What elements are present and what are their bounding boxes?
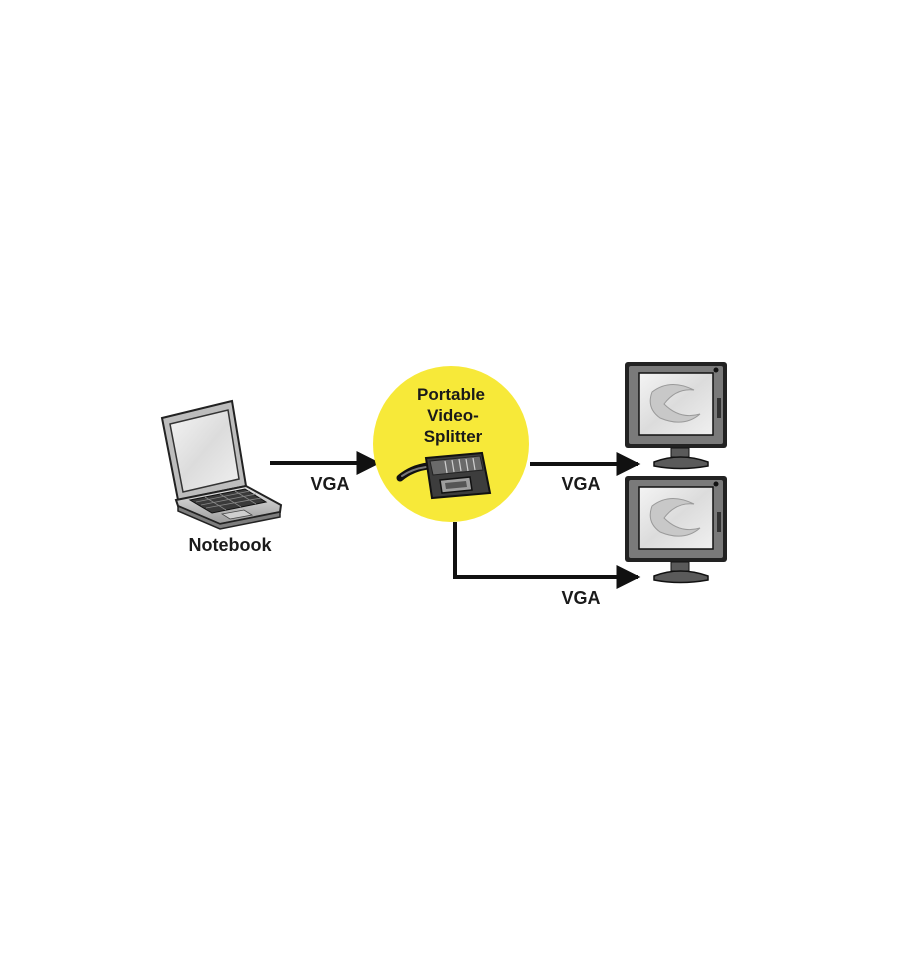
- vga-output-label-2: VGA: [561, 588, 600, 608]
- vga-splitter-icon: [396, 451, 492, 500]
- splitter-title-line2: Video-: [427, 406, 479, 425]
- monitor-icon-1: [625, 362, 727, 470]
- monitor-icon-2: [625, 476, 727, 584]
- splitter-title-line1: Portable: [417, 385, 485, 404]
- laptop-icon: [160, 399, 283, 530]
- splitter-title-line3: Splitter: [424, 427, 483, 446]
- vga-output-arrow-2: [453, 522, 641, 589]
- vga-input-label: VGA: [310, 474, 349, 494]
- notebook-label: Notebook: [189, 535, 273, 555]
- splitter-circle: [373, 366, 529, 522]
- vga-output-label-1: VGA: [561, 474, 600, 494]
